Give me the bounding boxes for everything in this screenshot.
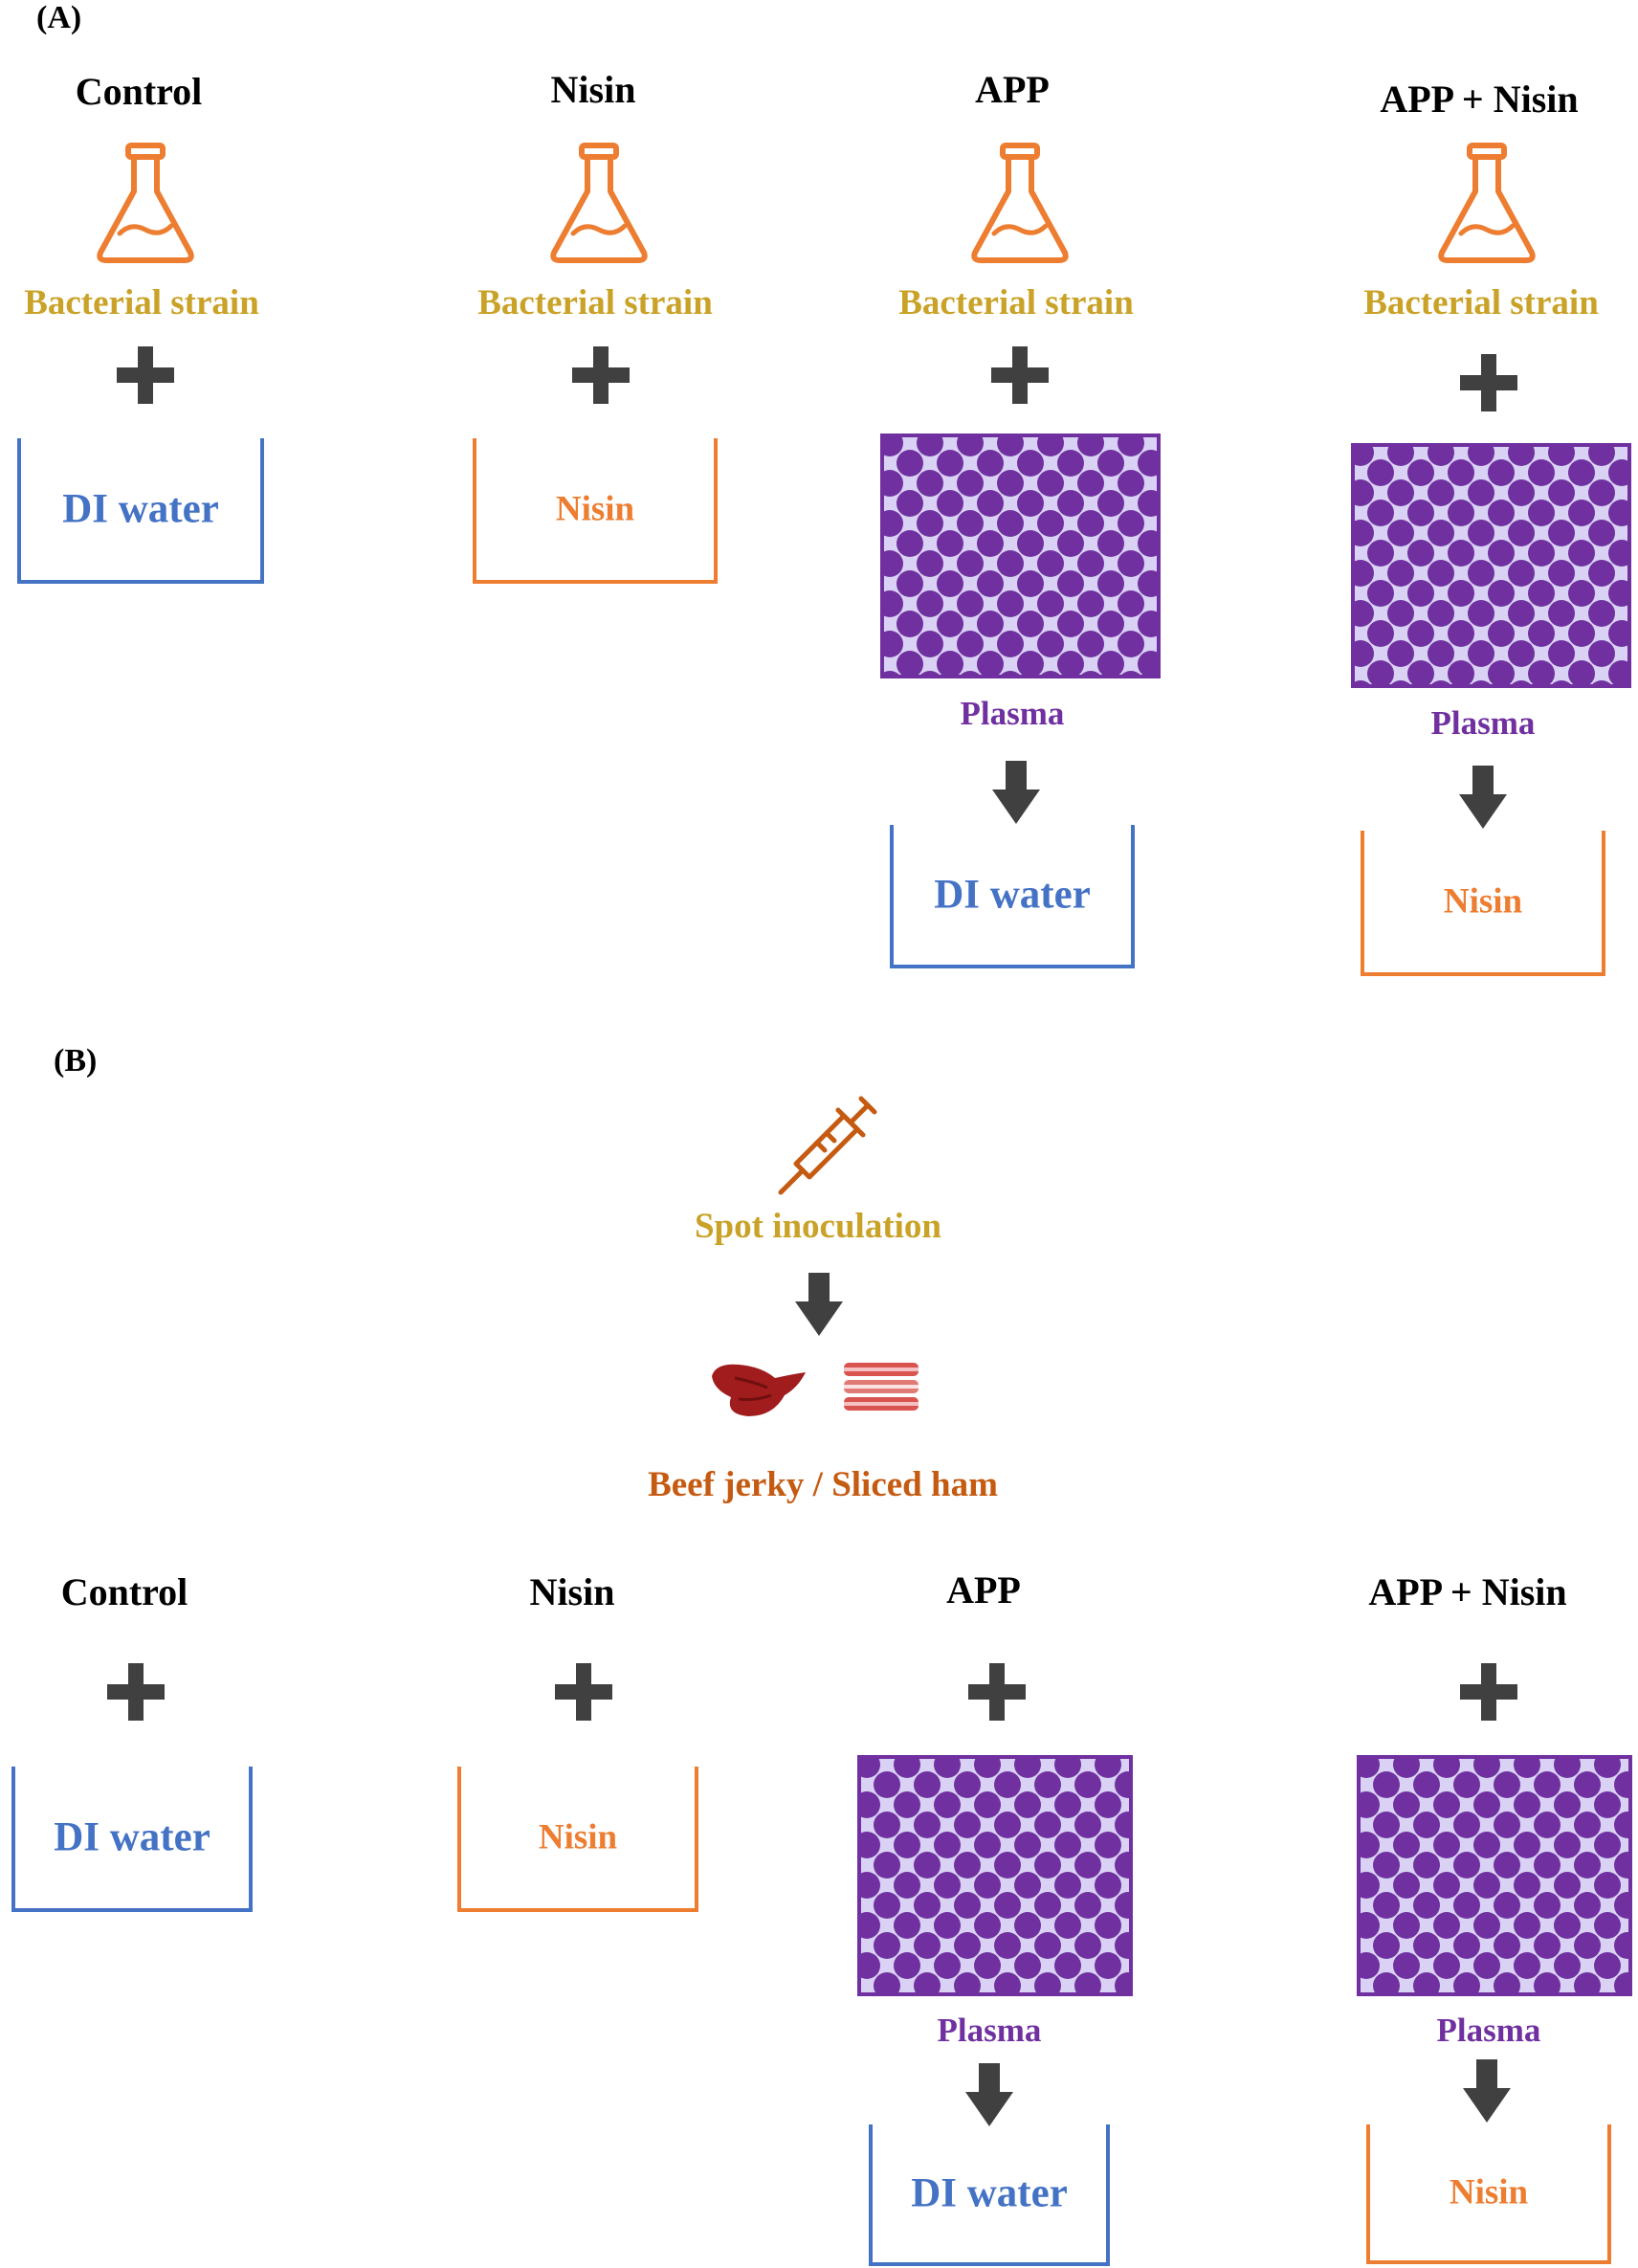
plus-icon	[555, 1663, 612, 1721]
container-label: Nisin	[1449, 2172, 1529, 2212]
panel-a-app-nisin-strain: Bacterial strain	[1363, 283, 1599, 322]
panel-a-app-header: APP	[975, 68, 1050, 111]
panel-b-nisin-header: Nisin	[529, 1570, 615, 1613]
panel-a-control-container: DI water	[17, 438, 264, 584]
down-arrow-icon	[1463, 2059, 1511, 2123]
plus-icon	[117, 346, 174, 404]
syringe-icon	[778, 1096, 877, 1195]
container-label: Nisin	[555, 489, 635, 529]
panel-b-app-nisin-header: APP + Nisin	[1368, 1570, 1567, 1613]
container-label: DI water	[54, 1814, 210, 1860]
container-label: Nisin	[1443, 881, 1523, 922]
container-label: DI water	[934, 872, 1091, 918]
down-arrow-icon	[992, 761, 1040, 824]
plasma-label: Plasma	[937, 2012, 1042, 2049]
panel-a-control-header: Control	[75, 70, 203, 113]
panel-a-nisin-header: Nisin	[550, 68, 636, 111]
panel-a-app-strain: Bacterial strain	[898, 283, 1134, 322]
plasma-block	[1351, 443, 1631, 688]
plasma-block	[1357, 1755, 1632, 1996]
panel-a-nisin-container: Nisin	[473, 438, 718, 584]
panel-a-app-container: DI water	[890, 825, 1135, 968]
plasma-label: Plasma	[1430, 704, 1536, 742]
panel-b-control-container: DI water	[11, 1767, 253, 1912]
container-label: DI water	[62, 486, 219, 532]
plasma-block	[857, 1755, 1133, 1996]
erlenmeyer-flask-icon	[1434, 142, 1539, 266]
down-arrow-icon	[795, 1273, 843, 1336]
panel-b-nisin-container: Nisin	[457, 1767, 698, 1912]
container-label: DI water	[911, 2170, 1068, 2216]
panel-a-nisin-strain: Bacterial strain	[477, 283, 713, 322]
erlenmeyer-flask-icon	[967, 142, 1073, 266]
plasma-label: Plasma	[1436, 2012, 1541, 2049]
meat-label: Beef jerky / Sliced ham	[648, 1465, 998, 1504]
down-arrow-icon	[1459, 766, 1507, 829]
plus-icon	[968, 1663, 1026, 1721]
down-arrow-icon	[965, 2063, 1013, 2126]
plus-icon	[572, 346, 630, 404]
erlenmeyer-flask-icon	[546, 142, 652, 266]
plus-icon	[1460, 354, 1517, 411]
panel-a-app-nisin-header: APP + Nisin	[1380, 78, 1579, 121]
sliced-ham-icon	[844, 1363, 919, 1411]
plasma-block	[880, 434, 1161, 678]
panel-a-label: (A)	[36, 0, 82, 35]
erlenmeyer-flask-icon	[93, 142, 198, 266]
panel-b-label: (B)	[54, 1043, 98, 1078]
beef-jerky-icon	[712, 1364, 806, 1416]
plus-icon	[107, 1663, 165, 1721]
spot-inoculation-label: Spot inoculation	[694, 1207, 942, 1246]
panel-b-app-nisin-container: Nisin	[1366, 2124, 1611, 2264]
plus-icon	[1460, 1663, 1517, 1721]
panel-b-control-header: Control	[60, 1570, 188, 1613]
plasma-label: Plasma	[960, 695, 1065, 732]
panel-b-app-container: DI water	[869, 2124, 1110, 2266]
panel-b-app-header: APP	[946, 1568, 1021, 1612]
panel-a-app-nisin-container: Nisin	[1361, 831, 1605, 976]
container-label: Nisin	[538, 1817, 618, 1857]
panel-a-control-strain: Bacterial strain	[24, 283, 259, 322]
plus-icon	[991, 346, 1049, 404]
